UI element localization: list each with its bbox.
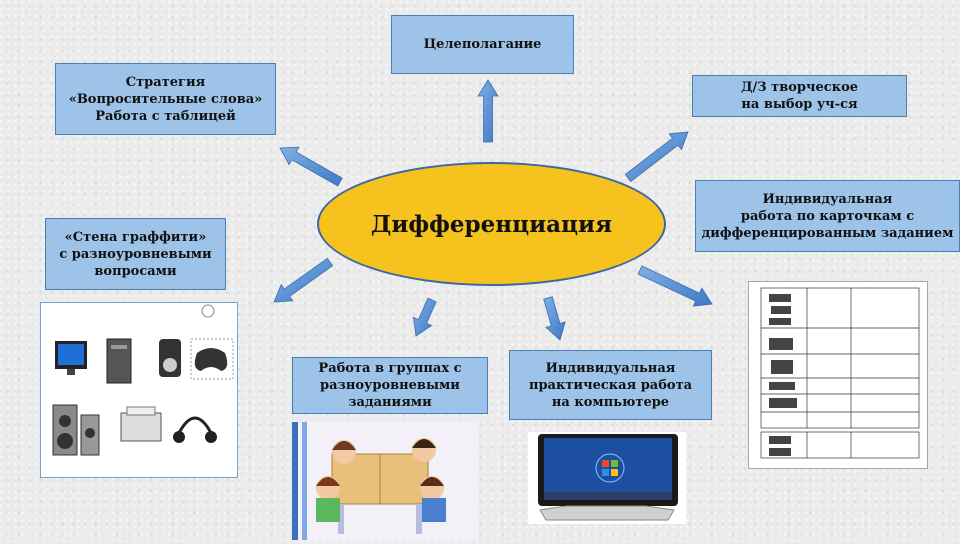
graffiti-label: «Стена граффити» с разноуровневыми вопро…	[59, 229, 212, 279]
groups-box: Работа в группах с разноуровневыми задан…	[292, 357, 488, 414]
computer-label: Индивидуальная практическая работа на ко…	[528, 360, 693, 410]
worksheet-table-picture	[748, 281, 928, 469]
goal-label: Целеполагание	[423, 37, 542, 52]
goal-box: Целеполагание	[391, 15, 574, 74]
homework-box: Д/З творческое на выбор уч-ся	[692, 75, 907, 117]
monitor-drawing	[538, 434, 678, 521]
arrow-to-computer	[543, 296, 566, 341]
kids-drawing	[292, 422, 446, 540]
children-group-work-picture	[292, 422, 478, 540]
center-label: Дифференциация	[370, 210, 613, 238]
arrow-to-graffiti	[273, 257, 334, 303]
arrow-to-groups	[412, 297, 437, 337]
graffiti-box: «Стена граффити» с разноуровневыми вопро…	[45, 218, 226, 290]
devices-drawing	[52, 304, 234, 456]
groups-label: Работа в группах с разноуровневыми задан…	[318, 361, 462, 410]
center-ellipse: Дифференциация	[317, 162, 666, 286]
computer-box: Индивидуальная практическая работа на ко…	[509, 350, 712, 420]
strategy-label: Стратегия «Вопросительные слова» Работа …	[68, 74, 263, 124]
arrow-to-homework	[624, 131, 689, 183]
cards-label: Индивидуальная работа по карточкам с диф…	[701, 191, 954, 241]
arrow-to-strategy	[279, 146, 343, 187]
homework-label: Д/З творческое на выбор уч-ся	[740, 80, 859, 112]
computer-devices-picture	[40, 302, 238, 478]
arrow-to-cards	[637, 265, 713, 307]
computer-monitor-picture	[528, 432, 686, 524]
strategy-box: Стратегия «Вопросительные слова» Работа …	[55, 63, 276, 135]
arrow-to-goal	[477, 79, 499, 143]
cards-box: Индивидуальная работа по карточкам с диф…	[695, 180, 960, 252]
worksheet-drawing	[760, 287, 920, 459]
